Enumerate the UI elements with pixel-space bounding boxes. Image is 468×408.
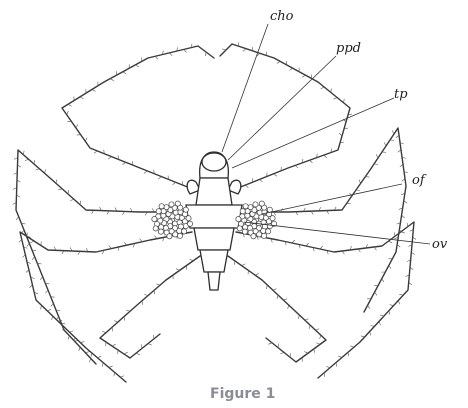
leg-3: [19, 231, 193, 383]
label-cho: cho: [270, 9, 294, 24]
leg-1: [61, 45, 215, 189]
label-ppd: ppd: [336, 41, 361, 56]
figure-caption: Figure 1: [210, 386, 275, 402]
label-ov: ov: [432, 237, 448, 252]
ovigerous-egg-masses: [151, 200, 278, 240]
leg-4: [99, 255, 201, 359]
label-tp: tp: [394, 87, 408, 102]
trunk: [185, 151, 243, 291]
leg-6: [237, 127, 407, 313]
label-of: of: [412, 173, 427, 188]
leg-8: [227, 255, 327, 363]
leg-5: [219, 43, 351, 189]
legs: [12, 42, 417, 383]
leg-7: [235, 221, 415, 379]
leader-lines: [221, 23, 431, 245]
